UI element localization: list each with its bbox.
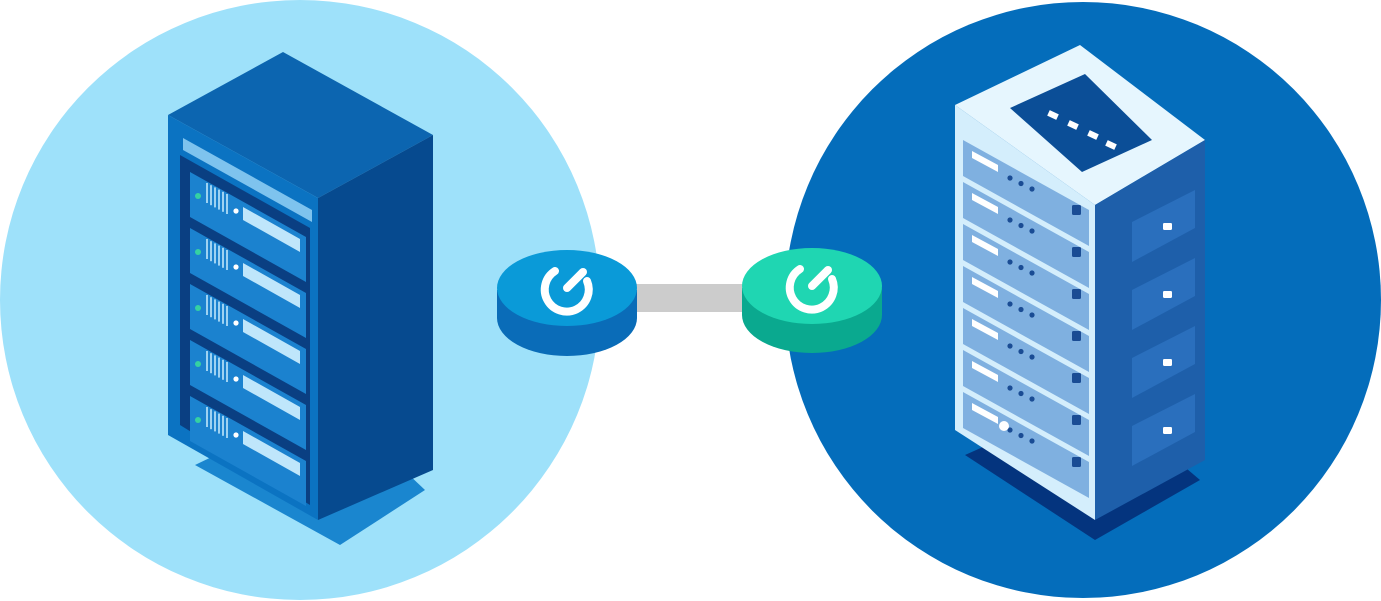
right-rack-drive-slot [972, 403, 998, 424]
left-server-side [318, 135, 433, 520]
top-light [1087, 130, 1099, 140]
status-light [1029, 312, 1035, 318]
status-light [233, 264, 239, 270]
status-light [1029, 354, 1035, 360]
status-light [1029, 396, 1035, 402]
right-rack-port [1072, 331, 1081, 341]
status-light [195, 249, 201, 255]
top-light [1105, 140, 1117, 150]
right-server-top-panel [1010, 74, 1152, 172]
left-server-label-bar [183, 138, 312, 222]
status-light [1018, 390, 1024, 397]
status-light [1018, 264, 1024, 271]
top-light [1067, 120, 1079, 130]
right-server-side-slots [1132, 190, 1195, 466]
status-light [1018, 348, 1024, 355]
right-rack-port [1072, 373, 1081, 383]
right-server-units [963, 140, 1089, 498]
right-rack-port [1072, 415, 1081, 425]
left-server-units [190, 172, 306, 506]
right-rack-port [1072, 289, 1081, 299]
side-indicator [1163, 359, 1172, 366]
status-light [233, 208, 239, 214]
right-rack-port [1072, 247, 1081, 257]
right-rack-drive-slot [972, 361, 998, 382]
side-indicator [1163, 427, 1172, 434]
status-light [1029, 438, 1035, 444]
status-light [233, 432, 239, 438]
status-light [195, 305, 201, 311]
status-light [1007, 343, 1013, 349]
status-light [195, 417, 201, 423]
right-rack-drive-slot [972, 151, 998, 172]
destination-server-tower [955, 45, 1205, 540]
status-light [1018, 222, 1024, 229]
left-server-top [168, 52, 433, 198]
status-light [1029, 270, 1035, 276]
power-indicator [999, 421, 1009, 431]
power-icon [540, 267, 593, 316]
right-rack-drive-slot [972, 277, 998, 298]
status-light [1018, 432, 1024, 439]
side-indicator [1163, 223, 1172, 230]
left-rack-drive-slot [243, 319, 300, 364]
right-server-top-lights [1047, 110, 1117, 150]
right-rack-port [1072, 457, 1081, 467]
right-rack-port [1072, 205, 1081, 215]
status-light [1029, 186, 1035, 192]
status-light [195, 361, 201, 367]
status-light [1018, 180, 1024, 187]
side-indicator [1163, 291, 1172, 298]
left-rack-drive-slot [243, 263, 300, 308]
status-light [195, 193, 201, 199]
left-rack-drive-slot [243, 375, 300, 420]
left-rack-drive-slot [243, 207, 300, 252]
status-light [1029, 228, 1035, 234]
status-light [233, 320, 239, 326]
status-light [1007, 175, 1013, 181]
status-light [1007, 427, 1013, 433]
right-rack-drive-slot [972, 193, 998, 214]
status-light [1018, 306, 1024, 313]
right-rack-drive-slot [972, 319, 998, 340]
status-light [233, 376, 239, 382]
right-rack-drive-slot [972, 235, 998, 256]
power-icon [785, 265, 838, 314]
top-light [1047, 110, 1059, 120]
status-light [1007, 385, 1013, 391]
source-server-rack [168, 52, 433, 545]
status-light [1007, 217, 1013, 223]
destination-node [742, 248, 882, 353]
status-light [1007, 301, 1013, 307]
left-rack-drive-slot [243, 431, 300, 476]
status-light [1007, 259, 1013, 265]
source-node [497, 250, 637, 356]
